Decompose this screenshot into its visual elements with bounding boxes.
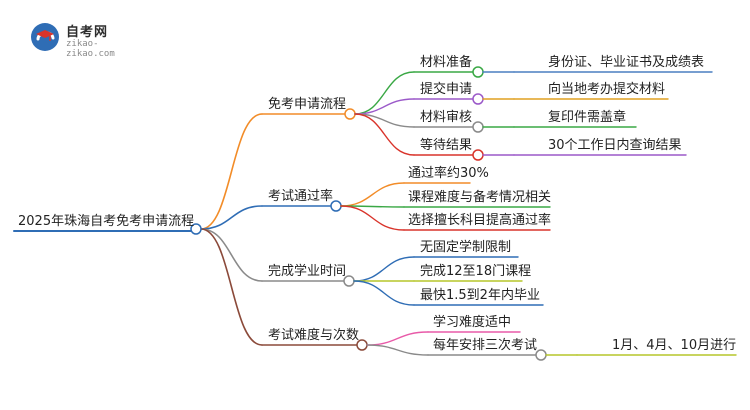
leaf-label: 最快1.5到2年内毕业	[420, 288, 540, 303]
logo-title: 自考网	[66, 25, 109, 40]
leaf-label: 学习难度适中	[433, 315, 512, 330]
leaf-label: 选择擅长科目提高通过率	[408, 213, 552, 228]
branch-to-leaf-connector	[354, 71, 415, 115]
leaf-label: 每年安排三次考试	[433, 338, 538, 353]
detail-label: 1月、4月、10月进行	[612, 338, 737, 353]
branch-to-leaf-connector	[354, 98, 415, 115]
detail-label: 复印件需盖章	[548, 110, 627, 125]
root-topic-label: 2025年珠海自考免考申请流程	[18, 214, 195, 229]
branch-node-toggle[interactable]	[344, 108, 356, 120]
leaf-node-toggle[interactable]	[472, 66, 484, 78]
branch-to-leaf-connector	[340, 205, 405, 231]
detail-label: 身份证、毕业证书及成绩表	[548, 55, 705, 70]
root-to-branch-connector	[200, 228, 263, 282]
branch-label: 免考申请流程	[268, 97, 347, 112]
leaf-node-toggle[interactable]	[472, 121, 484, 133]
branch-to-leaf-connector	[366, 331, 429, 346]
root-node-toggle[interactable]	[190, 223, 202, 235]
logo-subtitle: zikao-zikao.com	[66, 39, 115, 59]
graduation-cap-icon	[31, 23, 59, 51]
root-to-branch-connector	[200, 205, 263, 230]
detail-label: 30个工作日内查询结果	[548, 138, 682, 153]
leaf-node-toggle[interactable]	[535, 349, 547, 361]
leaf-label: 课程难度与备考情况相关	[408, 190, 552, 205]
leaf-label: 等待结果	[420, 138, 473, 153]
site-logo[interactable]: 自考网 zikao-zikao.com	[30, 20, 140, 59]
branch-to-leaf-connector	[353, 256, 415, 282]
leaf-label: 材料审核	[420, 110, 473, 125]
leaf-label: 完成12至18门课程	[420, 264, 532, 279]
leaf-label: 通过率约30%	[408, 166, 489, 181]
branch-label: 考试难度与次数	[268, 328, 360, 343]
root-to-branch-connector	[200, 113, 263, 230]
leaf-node-toggle[interactable]	[472, 149, 484, 161]
leaf-label: 无固定学制限制	[420, 240, 512, 255]
leaf-label: 提交申请	[420, 82, 473, 97]
branch-to-leaf-connector	[353, 280, 415, 306]
branch-label: 完成学业时间	[268, 264, 347, 279]
leaf-node-toggle[interactable]	[472, 93, 484, 105]
detail-label: 向当地考办提交材料	[548, 82, 666, 97]
branch-to-leaf-connector	[354, 113, 415, 156]
root-to-branch-connector	[200, 228, 263, 346]
leaf-label: 材料准备	[420, 55, 473, 70]
branch-to-leaf-connector	[366, 344, 429, 356]
branch-label: 考试通过率	[268, 189, 334, 204]
branch-to-leaf-connector	[340, 182, 405, 207]
